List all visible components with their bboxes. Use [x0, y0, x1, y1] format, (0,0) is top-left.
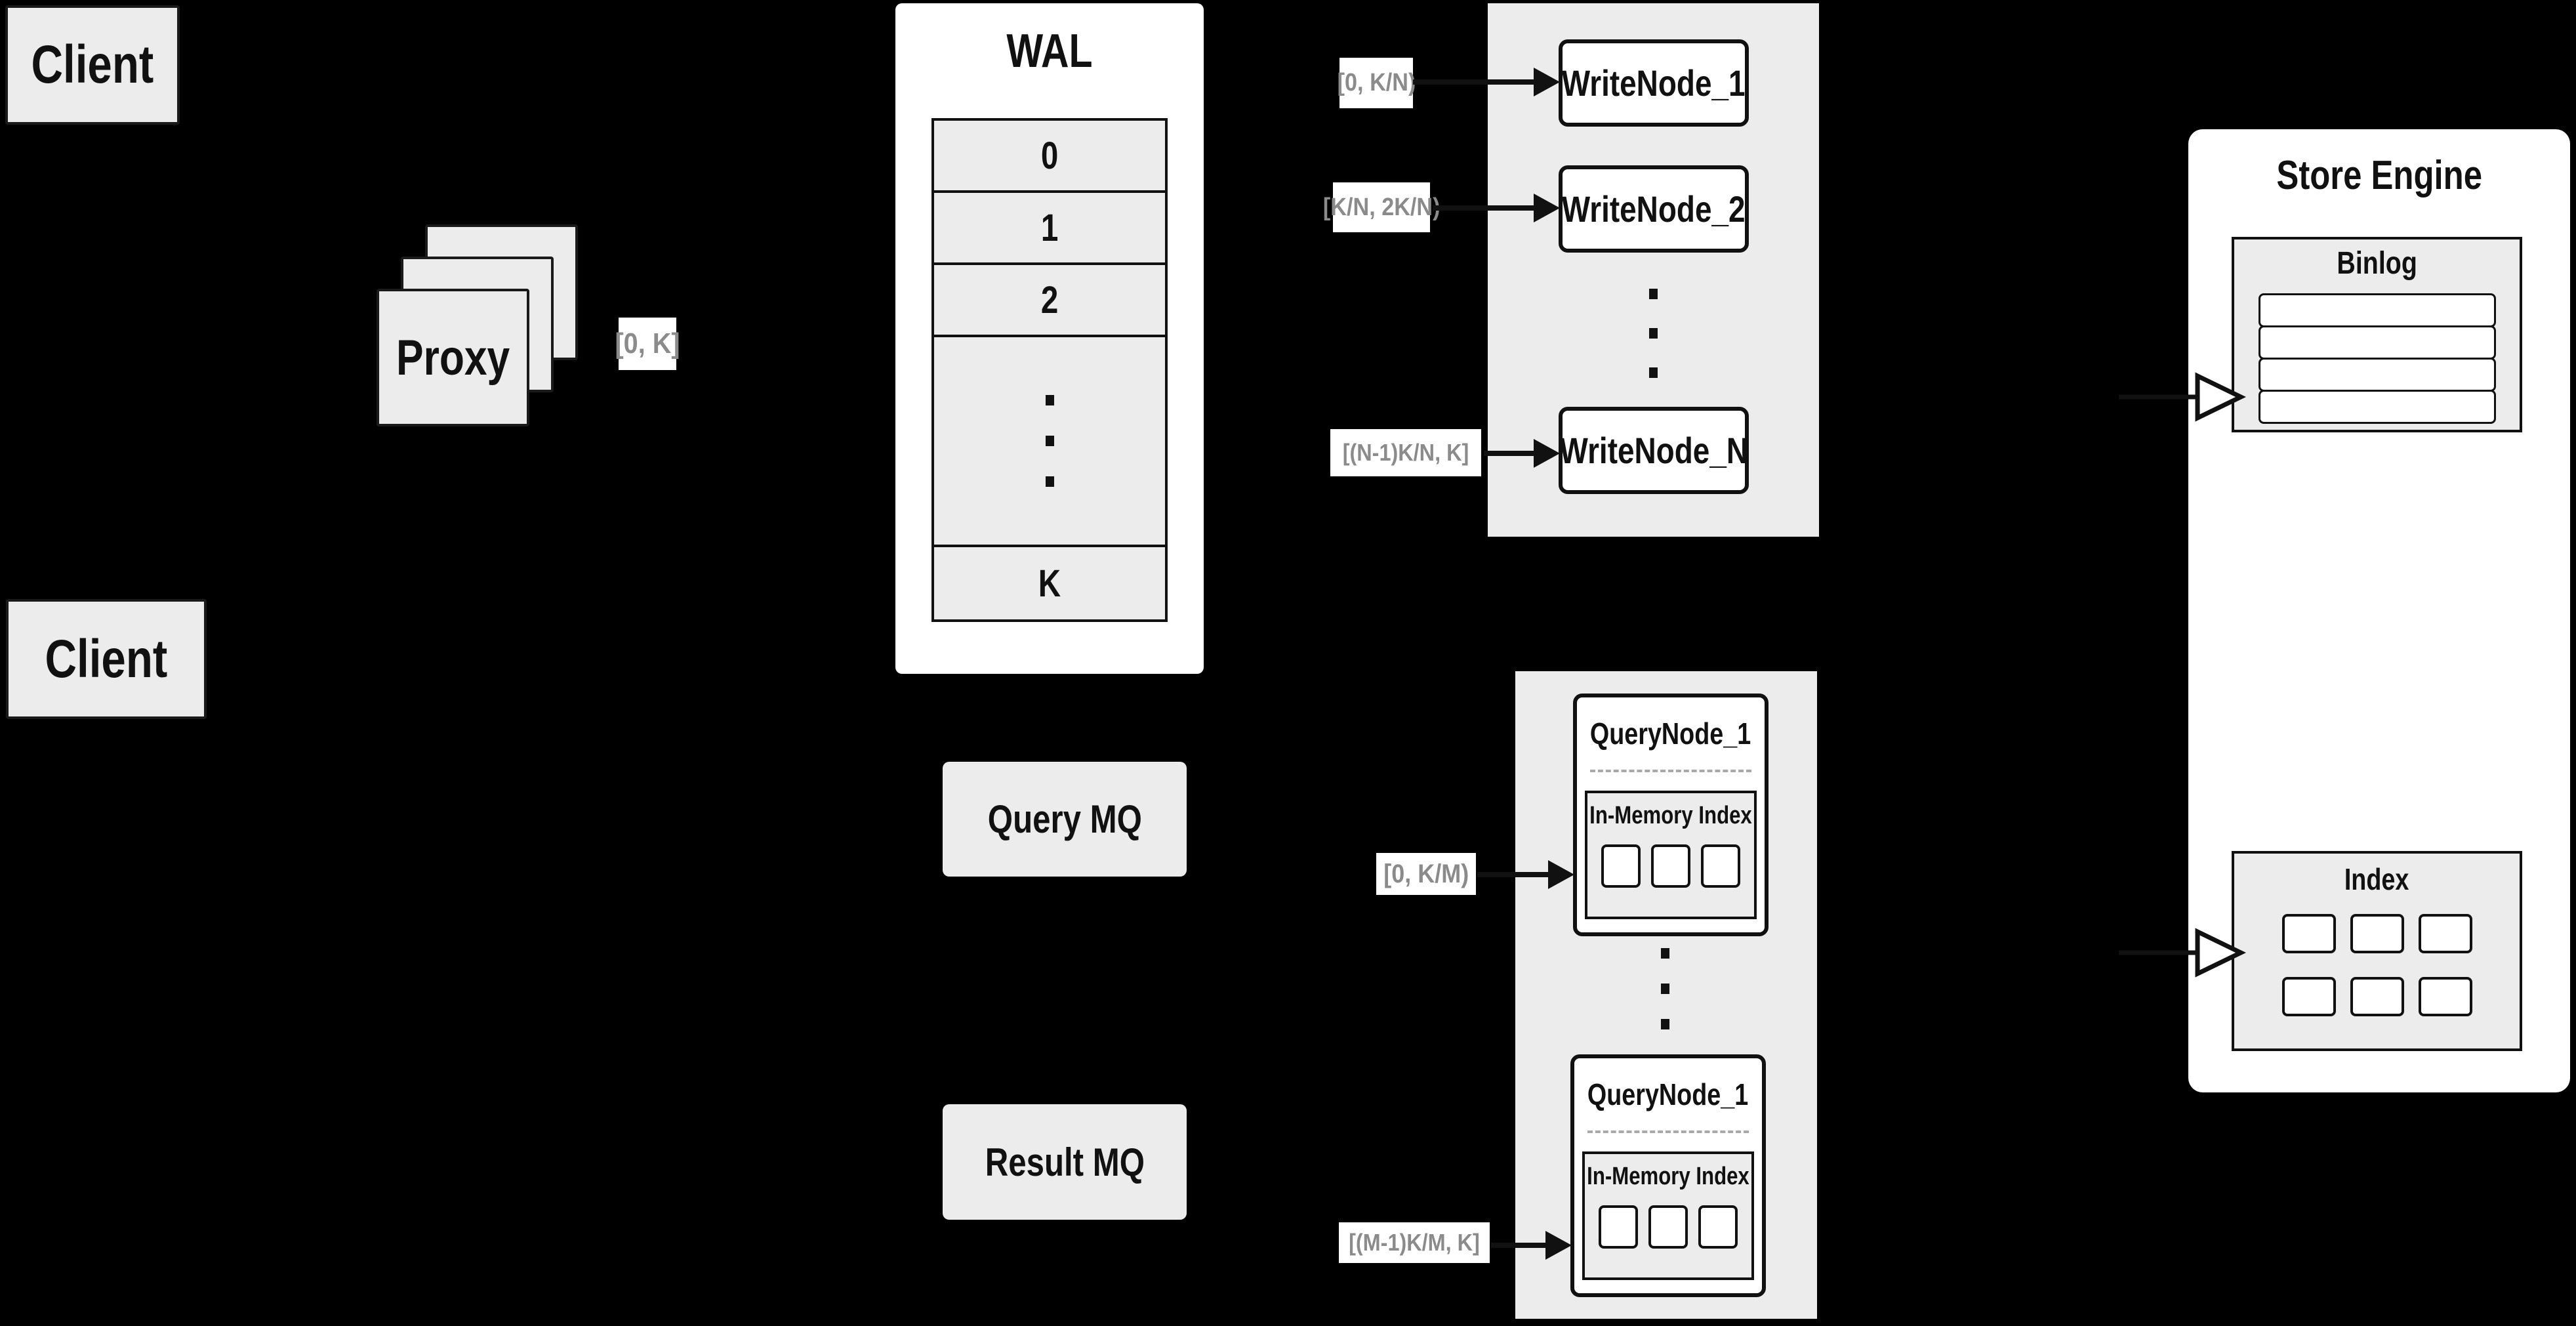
in-memory-index-box-1: In-Memory Index — [1585, 791, 1757, 919]
arrow-to-query-node-1 — [1477, 860, 1574, 889]
vertical-ellipsis-icon — [1045, 395, 1054, 405]
query-node-m-title: QueryNode_1 — [1587, 1077, 1749, 1111]
arrow-to-query-node-m — [1491, 1231, 1572, 1260]
in-memory-index-box-2: In-Memory Index — [1582, 1151, 1754, 1280]
wal-panel: WAL 0 1 2 K — [895, 3, 1204, 674]
wal-row-1: 1 — [934, 193, 1165, 265]
write-node-n-box: WriteNode_N — [1559, 407, 1749, 494]
client-bottom-label: Client — [45, 629, 168, 689]
query-node-1-box: QueryNode_1 In-Memory Index — [1573, 694, 1768, 936]
query-node-1-title: QueryNode_1 — [1590, 716, 1751, 751]
proxy-label: Proxy — [396, 329, 510, 386]
arrow-to-write-node-1 — [1413, 68, 1560, 96]
vertical-ellipsis-icon — [1649, 289, 1658, 378]
arrow-to-binlog — [2119, 372, 2247, 422]
dashed-divider — [1587, 1130, 1749, 1133]
arrow-to-write-node-2 — [1433, 194, 1560, 222]
arrow-to-write-node-n — [1484, 439, 1560, 468]
write-node-2-box: WriteNode_2 — [1559, 165, 1749, 253]
wal-log-table: 0 1 2 K — [931, 118, 1168, 622]
binlog-box: Binlog — [2232, 237, 2522, 432]
store-engine-panel: Store Engine Binlog Index — [2188, 129, 2570, 1092]
arrow-to-index — [2119, 928, 2247, 978]
proxy-box: Proxy — [377, 289, 529, 426]
binlog-rows — [2234, 293, 2520, 424]
write-node-1-box: WriteNode_1 — [1559, 39, 1749, 127]
wal-row-0: 0 — [934, 121, 1165, 193]
binlog-title: Binlog — [2337, 245, 2417, 281]
in-memory-index-title-1: In-Memory Index — [1589, 801, 1752, 829]
vertical-ellipsis-icon — [1661, 948, 1669, 1029]
range-label-write-2: [K/N, 2K/N) — [1323, 182, 1440, 232]
store-engine-title: Store Engine — [2276, 152, 2482, 198]
dashed-divider — [1590, 770, 1751, 772]
client-box-bottom: Client — [6, 599, 207, 719]
query-node-group: QueryNode_1 In-Memory Index QueryNo — [1515, 671, 1817, 1319]
in-memory-index-title-2: In-Memory Index — [1587, 1162, 1749, 1190]
query-node-m-box: QueryNode_1 In-Memory Index — [1570, 1054, 1766, 1297]
client-top-label: Client — [31, 35, 154, 94]
index-cells-row-1 — [2234, 914, 2520, 953]
range-label-write-n: [(N-1)K/N, K] — [1330, 429, 1481, 476]
wal-row-k: K — [934, 547, 1165, 619]
wal-row-2: 2 — [934, 265, 1165, 337]
range-label-write-1: [0, K/N) — [1337, 58, 1416, 108]
segment-cells-1 — [1587, 844, 1754, 888]
segment-cells-2 — [1585, 1205, 1751, 1249]
range-label-proxy-out: [0, K] — [615, 318, 680, 370]
range-label-query-1: [0, K/M) — [1376, 853, 1476, 895]
index-title: Index — [2344, 862, 2409, 896]
index-cells-row-2 — [2234, 977, 2520, 1016]
query-mq-box: Query MQ — [943, 762, 1187, 877]
wal-row-ellipsis — [934, 337, 1165, 547]
client-box-top: Client — [5, 5, 180, 125]
wal-title: WAL — [1006, 25, 1093, 77]
range-label-query-m: [(M-1)K/M, K] — [1339, 1222, 1490, 1263]
index-box: Index — [2232, 851, 2522, 1051]
result-mq-box: Result MQ — [943, 1104, 1187, 1220]
